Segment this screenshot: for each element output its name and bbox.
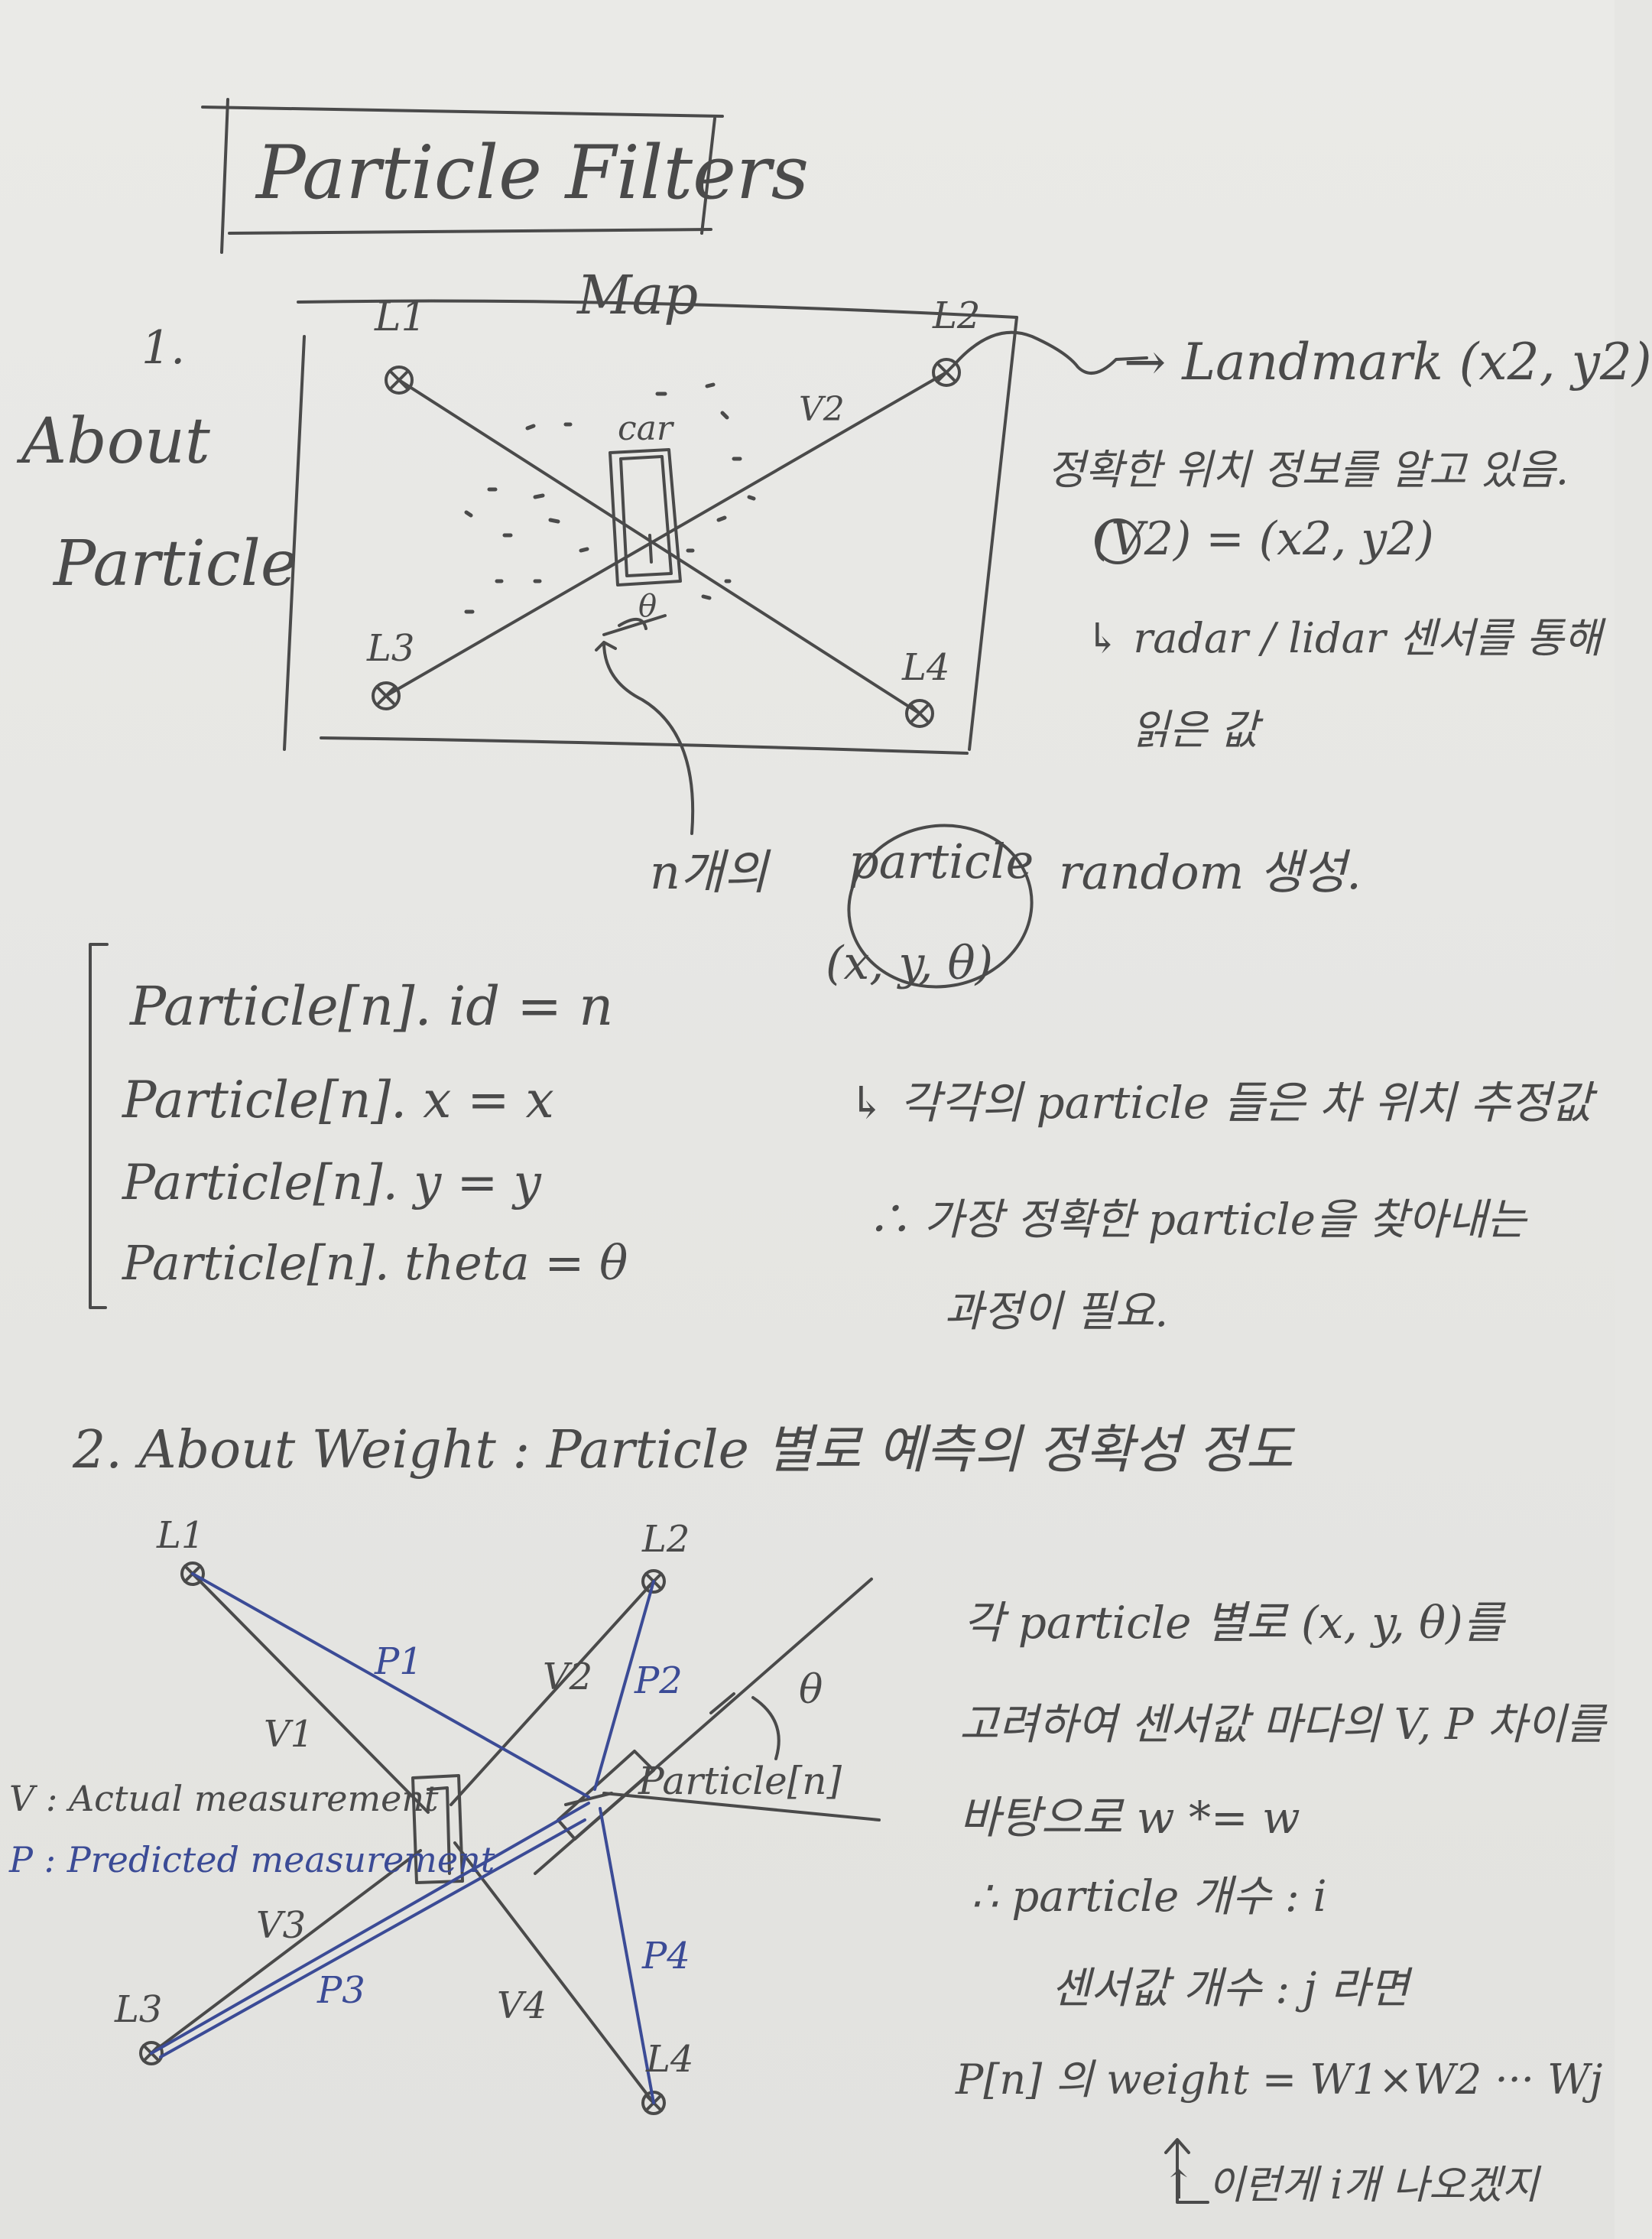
- legend-predicted: P : Predicted measurement: [9, 1839, 495, 1880]
- code-line-theta: Particle[n]. theta = θ: [122, 1235, 628, 1291]
- car-shape: [609, 448, 682, 587]
- estimate-note: ↳ 각각의 particle 들은 차 위치 추정값: [849, 1077, 1592, 1129]
- page-title: Particle Filters: [256, 130, 810, 216]
- code-bracket: [89, 943, 109, 1309]
- particle-box: [534, 1578, 881, 1875]
- weight-note-4: ∴ particle 개수 : i: [971, 1872, 1327, 1922]
- landmark2-label-L2: L2: [642, 1518, 690, 1561]
- v3-label: V3: [256, 1904, 307, 1947]
- up-arrow: [1164, 2138, 1209, 2204]
- actual-measurement-lines: [150, 1572, 655, 2104]
- weight-note-2: 고려하여 센서값 마다의 V, P 차이를: [959, 1700, 1605, 1750]
- title-box: [201, 98, 724, 254]
- weight-note-3: 바탕으로 w *= w: [959, 1792, 1300, 1844]
- v4-label: V4: [497, 1984, 547, 2027]
- code-line-y: Particle[n]. y = y: [122, 1155, 541, 1211]
- particle-tuple: (x, y, θ): [826, 937, 993, 990]
- weight-note-5: 센서값 개수 : j 라면: [1051, 1964, 1410, 2013]
- car-shape-2: [411, 1774, 464, 1884]
- section2-heading: 2. About Weight : Particle 별로 예측의 정확성 정도: [73, 1420, 1293, 1480]
- need-note-2: 과정이 필요.: [944, 1287, 1169, 1337]
- landmark-label-L3: L3: [367, 627, 415, 670]
- random-particle: particle: [849, 834, 1034, 889]
- line-L2-L3: [385, 371, 948, 697]
- weight-note-6: P[n] 의 weight = W1×W2 ··· Wj: [956, 2055, 1603, 2104]
- landmark2-label-L1: L1: [157, 1514, 205, 1557]
- legend-actual: V : Actual measurement: [9, 1778, 439, 1819]
- section1-number: 1.: [141, 321, 186, 375]
- theta-arc: [602, 614, 667, 636]
- landmark-connector: [954, 330, 1148, 375]
- theta-label: θ: [638, 589, 657, 624]
- random-prefix: n개의: [650, 844, 768, 900]
- code-line-id: Particle[n]. id = n: [130, 975, 614, 1038]
- v2-line-label: V2: [799, 390, 845, 429]
- particle-circle: [847, 824, 1034, 989]
- v2-label-2: V2: [543, 1656, 593, 1698]
- sensor-note-1: ↳ radar / lidar 센서를 통해: [1086, 614, 1602, 662]
- need-note-1: ∴ 가장 정확한 particle을 찾아내는: [868, 1195, 1527, 1245]
- landmark-note: → Landmark (x2, y2): [1124, 333, 1652, 392]
- theta-arc-2: [751, 1696, 781, 1760]
- predicted-measurement-lines: [150, 1572, 655, 2104]
- p3-label: P3: [317, 1969, 365, 2012]
- line-L1-L4: [398, 379, 921, 715]
- p2-label: P2: [635, 1659, 683, 1702]
- map-frame: [283, 299, 1018, 755]
- weight-note-1: 각 particle 별로 (x, y, θ)를: [963, 1597, 1504, 1649]
- landmark-label-L4: L4: [902, 646, 950, 689]
- section1-heading-line1: About: [21, 405, 210, 478]
- sensor-note-2: 읽은 값: [1131, 706, 1259, 754]
- landmark2-label-L3: L3: [115, 1988, 163, 2031]
- known-position-note: 정확한 위치 정보를 알고 있음.: [1047, 446, 1569, 494]
- v2-circle: [1095, 518, 1141, 564]
- weight-note-7: ↑ 이런게 i개 나오겠지: [1162, 2163, 1539, 2208]
- landmark-label-L1: L1: [375, 294, 427, 340]
- particle-n-label: Particle[n]: [638, 1759, 842, 1803]
- landmark2-label-L4: L4: [646, 2038, 694, 2081]
- theta-label-2: θ: [799, 1667, 823, 1713]
- code-line-x: Particle[n]. x = x: [122, 1071, 554, 1129]
- p1-label: P1: [375, 1640, 423, 1683]
- car-label: car: [618, 409, 673, 448]
- landmark-label-L2: L2: [933, 294, 981, 337]
- drawings: [89, 98, 1209, 2204]
- v2-equation: (V2) = (x2, y2): [1093, 512, 1434, 566]
- random-suffix: random 생성.: [1059, 844, 1362, 900]
- map-label: Map: [577, 264, 699, 327]
- p4-label: P4: [642, 1935, 690, 1977]
- particle-dots: [464, 382, 756, 614]
- section1-heading-line2: Particle: [54, 528, 298, 600]
- particle-arrow: [595, 641, 695, 835]
- v1-label: V1: [264, 1713, 314, 1756]
